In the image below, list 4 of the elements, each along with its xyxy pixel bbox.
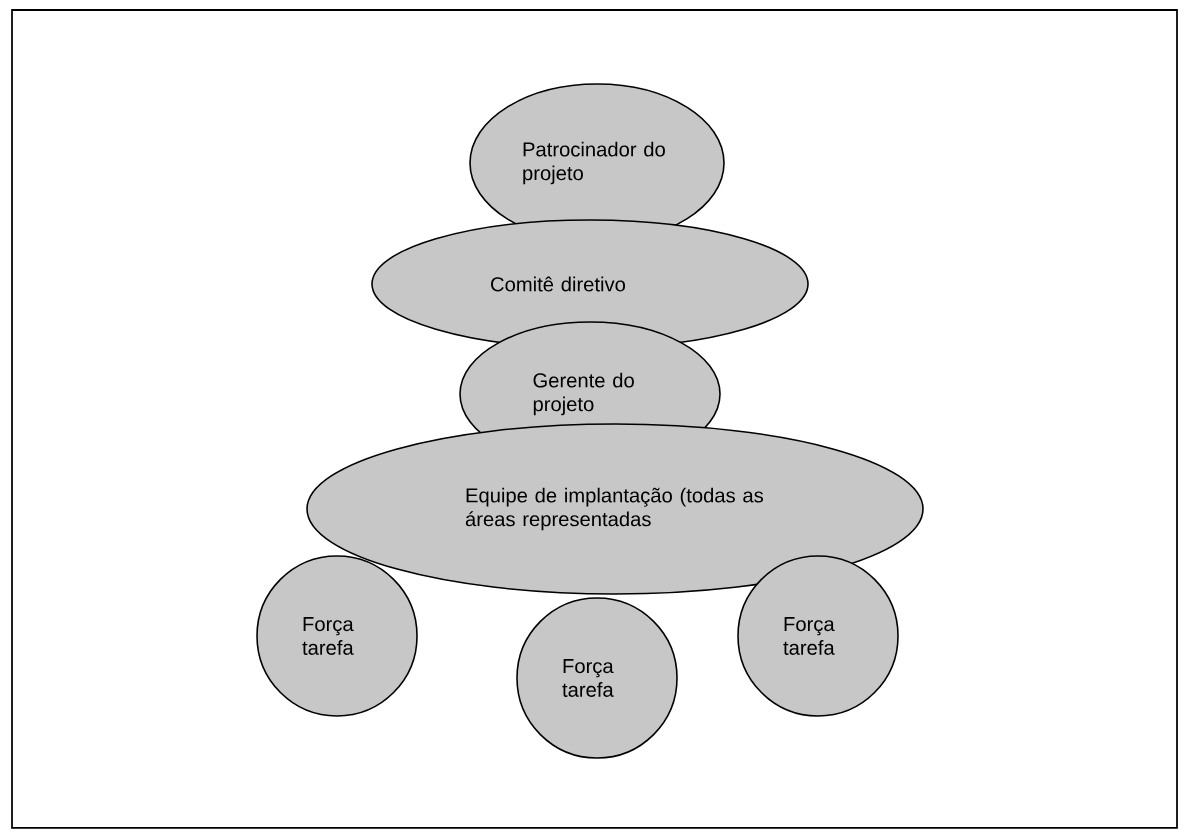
ellipse-node: Comitê diretivo: [371, 219, 809, 349]
circle-node: Força tarefa: [737, 555, 899, 717]
circle-node: Força tarefa: [256, 555, 418, 717]
circle-node: Força tarefa: [516, 597, 678, 759]
